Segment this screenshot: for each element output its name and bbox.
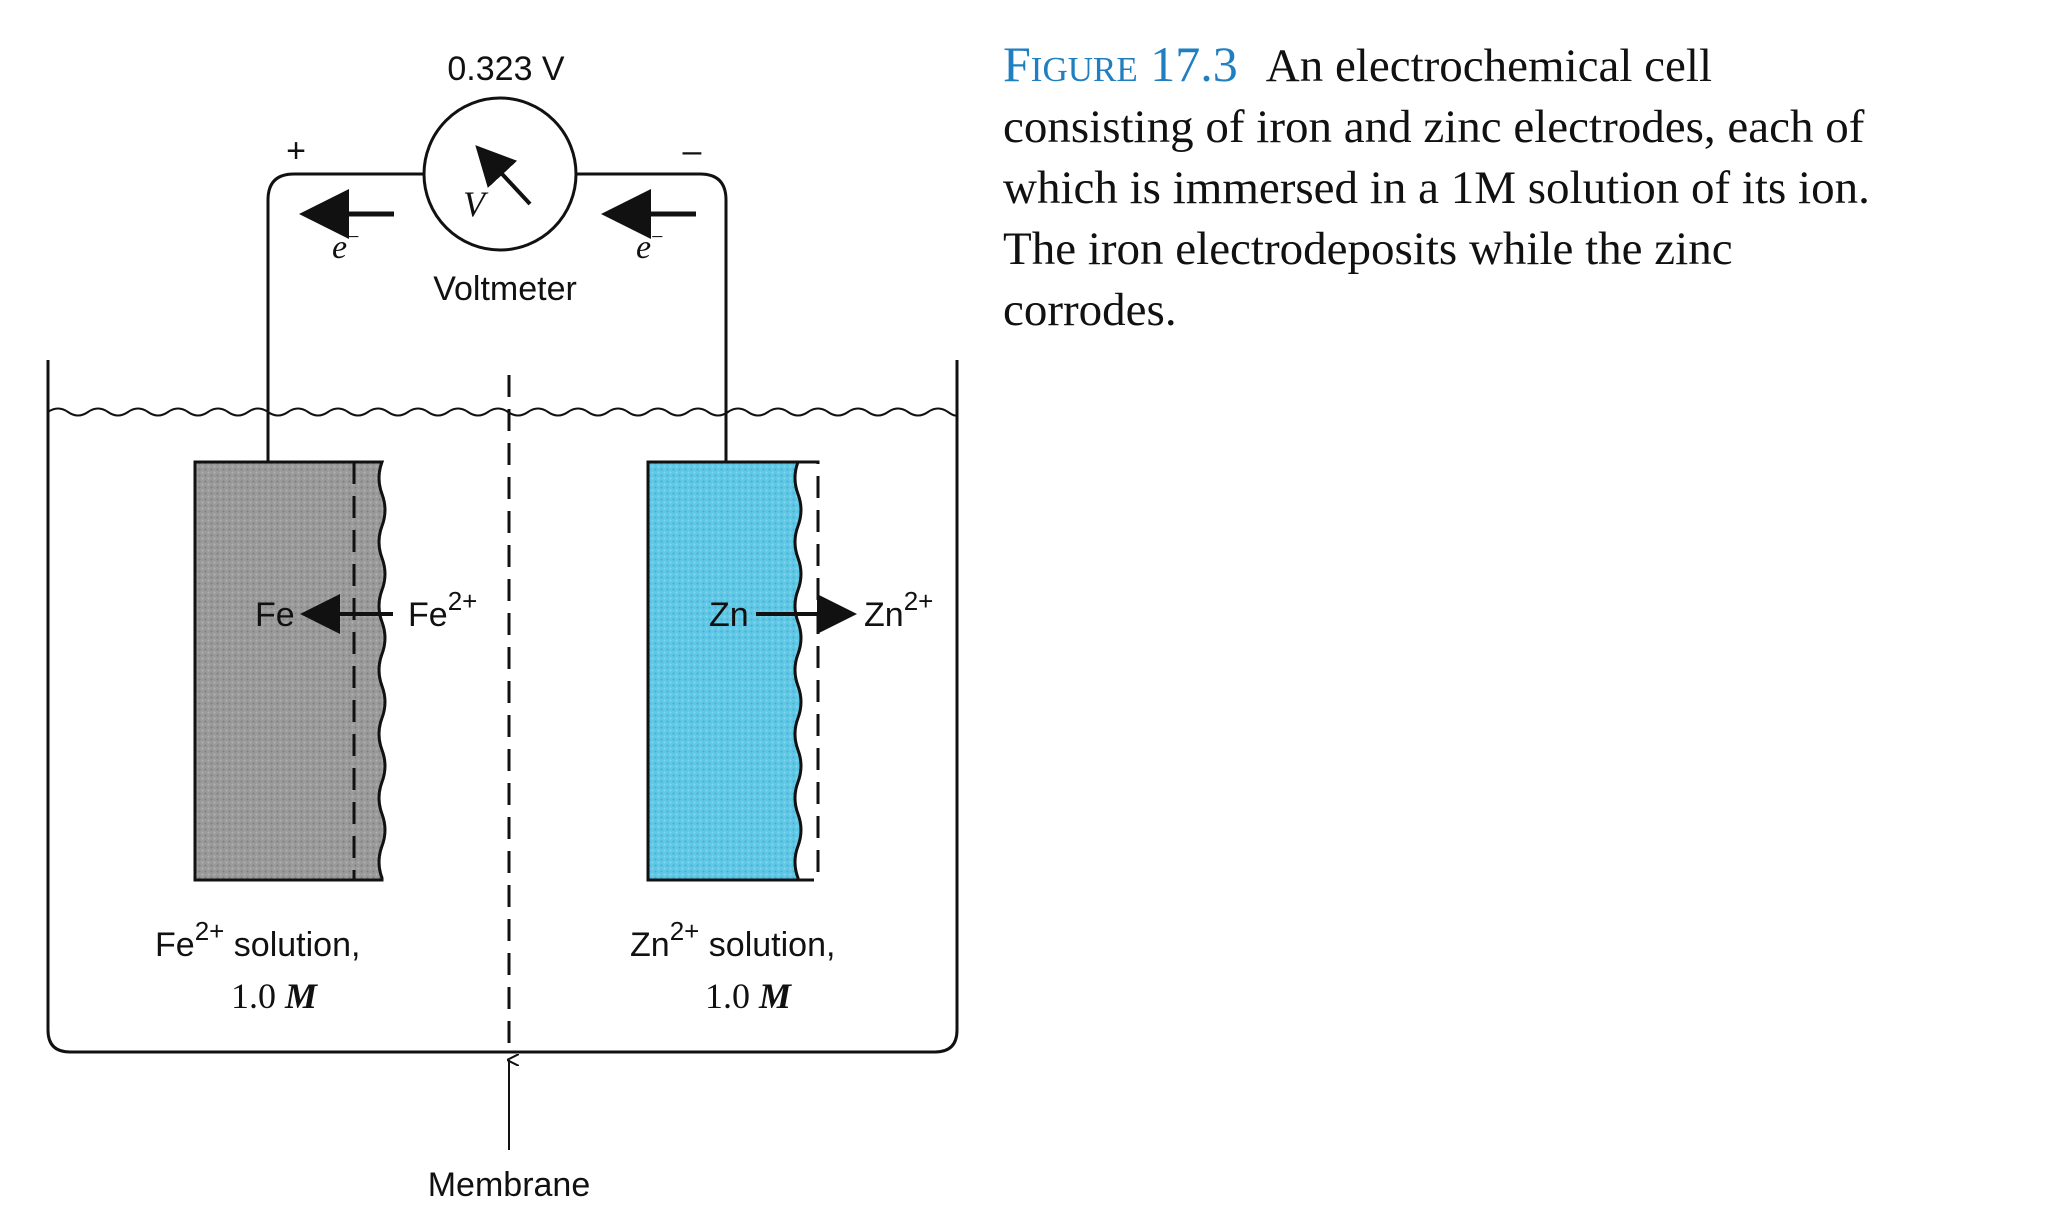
caption-line-2: consisting of iron and zinc electrodes, … xyxy=(1003,101,1865,153)
caption-line-4: The iron electrodeposits while the zinc xyxy=(1003,223,1733,275)
figure-label: Figure 17.3 xyxy=(1003,36,1238,92)
right-electron-label: e− xyxy=(636,224,664,266)
voltmeter-reading: 0.323 V xyxy=(447,50,565,88)
fe-electrode-label: Fe xyxy=(255,596,295,634)
zn-solution-label: Zn2+ solution, xyxy=(630,916,835,964)
voltmeter-needle xyxy=(475,145,532,206)
beaker xyxy=(46,360,959,1054)
figure-caption: Figure 17.3 An electrochemical cell consi… xyxy=(1003,34,2023,341)
fe-concentration-label: 1.0 M xyxy=(231,976,319,1016)
caption-line-3: which is immersed in a 1M solution of it… xyxy=(1003,162,1870,214)
solution-surface xyxy=(47,407,959,417)
zn-concentration-label: 1.0 M xyxy=(705,976,793,1016)
zn-original-surface xyxy=(798,460,820,882)
membrane-label: Membrane xyxy=(428,1166,591,1204)
caption-text-1: An electrochemical cell xyxy=(1265,40,1712,92)
zn-electrode-label: Zn xyxy=(709,596,749,634)
negative-terminal: – xyxy=(683,132,702,170)
fe-electrode xyxy=(193,460,387,882)
left-wire xyxy=(266,172,424,462)
right-wire xyxy=(576,172,728,462)
fe-ion-label: Fe2+ xyxy=(408,586,477,634)
left-electron-label: e− xyxy=(332,224,360,266)
caption-line-1: Figure 17.3 An electrochemical cell xyxy=(1003,34,2023,97)
fe-solution-label: Fe2+ solution, xyxy=(155,916,360,964)
positive-terminal: + xyxy=(286,132,306,170)
zn-electrode xyxy=(646,460,803,882)
zn-ion-label: Zn2+ xyxy=(864,586,933,634)
voltmeter-symbol: V xyxy=(463,184,489,224)
caption-line-5: corrodes. xyxy=(1003,284,1177,336)
voltmeter-label: Voltmeter xyxy=(433,270,577,308)
